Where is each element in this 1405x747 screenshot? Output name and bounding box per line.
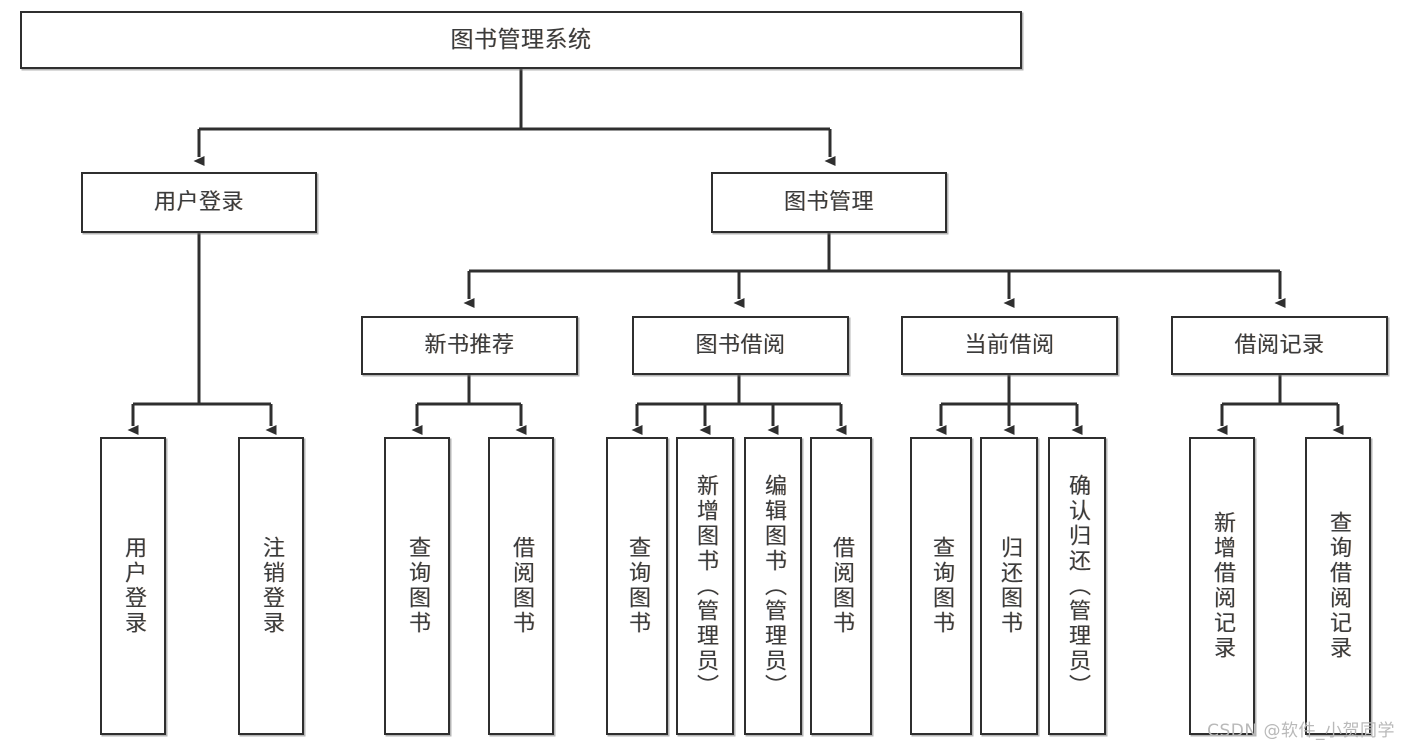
node-label: 新增借阅记录	[1209, 511, 1235, 661]
node-label: 查询借阅记录	[1325, 511, 1351, 661]
node-label: 注销登录	[258, 536, 284, 636]
node-label: 图书管理	[783, 189, 874, 215]
leaf-book-borrow-borrow[interactable]: 借阅图书	[810, 437, 872, 735]
leaf-user-login-logout[interactable]: 注销登录	[238, 437, 304, 735]
node-label: 新增图书（管理员）	[692, 473, 718, 699]
node-label: 借阅图书	[828, 536, 854, 636]
node-label: 借阅图书	[508, 536, 534, 636]
node-label: 查询图书	[624, 536, 650, 636]
leaf-book-borrow-add[interactable]: 新增图书（管理员）	[676, 437, 734, 735]
node-label: 借阅记录	[1234, 332, 1325, 358]
node-borrow-record[interactable]: 借阅记录	[1171, 316, 1388, 375]
leaf-borrow-record-query[interactable]: 查询借阅记录	[1305, 437, 1371, 735]
csdn-watermark: CSDN @软件_小贺同学	[1207, 721, 1395, 741]
node-label: 图书管理系统	[450, 26, 592, 53]
node-current-borrow[interactable]: 当前借阅	[901, 316, 1118, 375]
leaf-book-borrow-edit[interactable]: 编辑图书（管理员）	[744, 437, 802, 735]
leaf-new-book-borrow[interactable]: 借阅图书	[488, 437, 554, 735]
node-label: 当前借阅	[964, 332, 1055, 358]
node-label: 用户登录	[153, 189, 244, 215]
leaf-book-borrow-query[interactable]: 查询图书	[606, 437, 668, 735]
node-book-management[interactable]: 图书管理	[711, 172, 947, 233]
node-label: 用户登录	[120, 536, 146, 636]
node-label: 新书推荐	[424, 332, 515, 358]
leaf-current-borrow-return[interactable]: 归还图书	[980, 437, 1038, 735]
leaf-borrow-record-add[interactable]: 新增借阅记录	[1189, 437, 1255, 735]
leaf-current-borrow-confirm-return[interactable]: 确认归还（管理员）	[1048, 437, 1106, 735]
node-label: 确认归还（管理员）	[1064, 473, 1090, 699]
node-label: 编辑图书（管理员）	[760, 473, 786, 699]
node-user-login[interactable]: 用户登录	[81, 172, 317, 233]
node-book-borrow[interactable]: 图书借阅	[632, 316, 849, 375]
leaf-new-book-query[interactable]: 查询图书	[384, 437, 450, 735]
leaf-current-borrow-query[interactable]: 查询图书	[910, 437, 972, 735]
node-label: 归还图书	[996, 536, 1022, 636]
node-label: 查询图书	[404, 536, 430, 636]
leaf-user-login-login[interactable]: 用户登录	[100, 437, 166, 735]
node-root-system[interactable]: 图书管理系统	[20, 11, 1022, 69]
node-label: 图书借阅	[695, 332, 786, 358]
node-label: 查询图书	[928, 536, 954, 636]
node-new-book-recommend[interactable]: 新书推荐	[361, 316, 578, 375]
